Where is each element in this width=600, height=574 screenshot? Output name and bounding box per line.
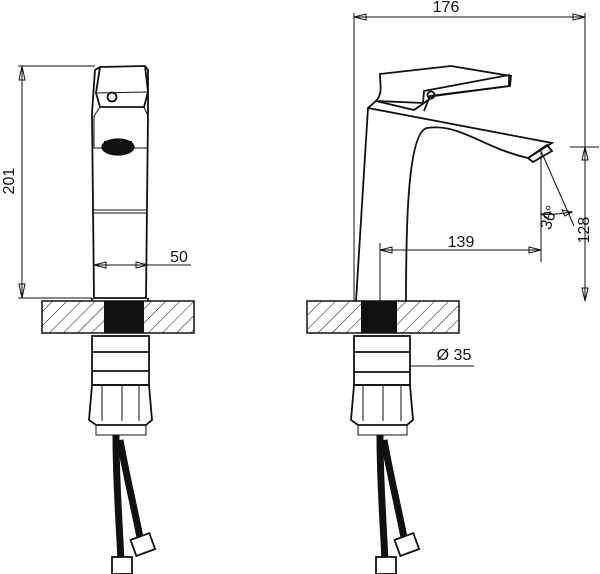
dimension-128-label: 128	[576, 217, 593, 244]
left-lower-fitting	[88, 335, 157, 574]
left-countertop-section	[41, 300, 195, 334]
dimension-139-label: 139	[448, 234, 475, 251]
dimension-201-label: 201	[1, 168, 18, 195]
right-lower-fitting	[350, 335, 421, 574]
dimension-35-label: Ø 35	[437, 347, 472, 364]
dimension-50-label: 50	[170, 249, 188, 266]
right-countertop-section	[306, 300, 460, 334]
dimension-176-label: 176	[433, 0, 460, 16]
left-faucet-front-view	[18, 65, 191, 301]
dimension-30-label: 30°	[538, 203, 562, 231]
